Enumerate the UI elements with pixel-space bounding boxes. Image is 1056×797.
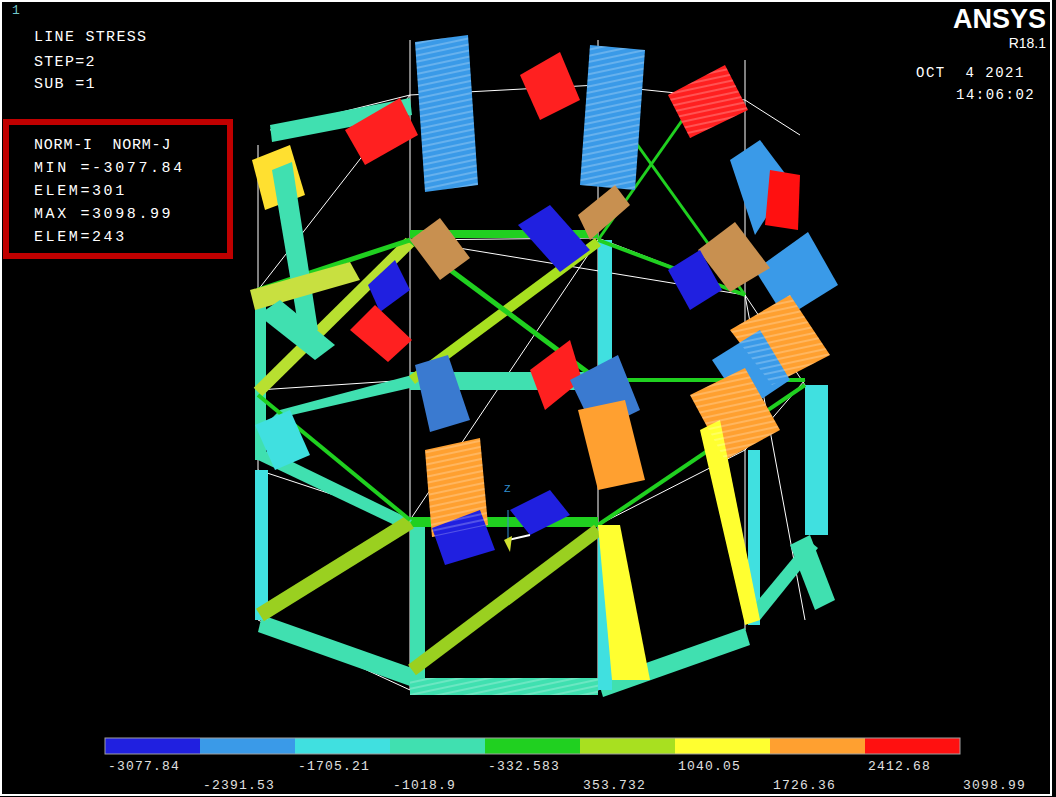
axis-label: Z (504, 484, 511, 495)
stress-bar (250, 35, 838, 680)
max-value: MAX =3098.99 (34, 207, 173, 222)
scale-value: 2412.68 (868, 760, 931, 773)
highlight-box (6, 122, 230, 256)
min-value: MIN =-3077.84 (34, 161, 185, 176)
window-number: 1 (12, 4, 20, 17)
scale-value: 353.732 (583, 779, 646, 792)
diagonal-brace (258, 90, 805, 670)
step-info: STEP=2 (34, 55, 96, 70)
axis-triad (504, 510, 530, 552)
stripe-overlay (410, 35, 830, 695)
scale-value: 1726.36 (773, 779, 836, 792)
time: 14:06:02 (956, 88, 1035, 102)
element-outline (258, 40, 805, 690)
result-item: NORM-I NORM-J (34, 138, 171, 153)
scale-value: -1705.21 (298, 760, 370, 773)
min-element: ELEM=301 (34, 184, 127, 199)
substep-info: SUB =1 (34, 77, 96, 92)
scale-value: 1040.05 (678, 760, 741, 773)
scale-value: -1018.9 (393, 779, 456, 792)
date: OCT 4 2021 (916, 66, 1025, 80)
scale-value: -3077.84 (108, 760, 180, 773)
scale-value: -332.583 (488, 760, 560, 773)
product-logo: ANSYS (953, 6, 1046, 33)
beam-element (255, 98, 828, 697)
max-element: ELEM=243 (34, 230, 127, 245)
version: R18.1 (1009, 36, 1046, 50)
color-bar (105, 738, 960, 754)
scale-value: 3098.99 (963, 779, 1026, 792)
scale-value: -2391.53 (203, 779, 275, 792)
plot-title: LINE STRESS (34, 30, 147, 45)
